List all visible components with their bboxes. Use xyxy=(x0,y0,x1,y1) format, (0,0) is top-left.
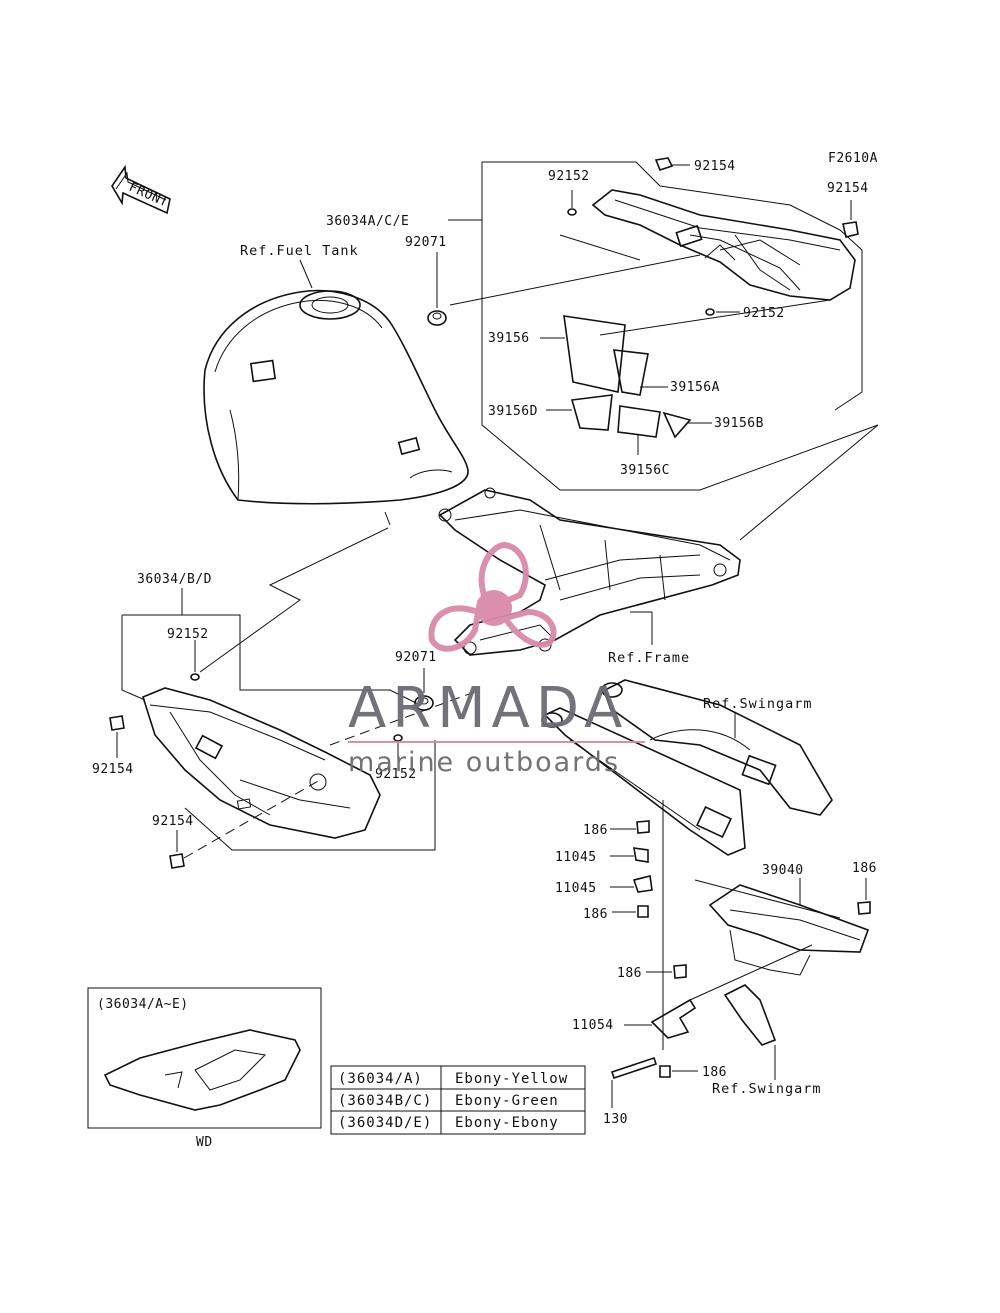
part-92071-a: 92071 xyxy=(405,235,447,250)
part-186-a: 186 xyxy=(583,823,608,838)
bolt-icon xyxy=(673,964,687,979)
color-table-color: Ebony-Ebony xyxy=(455,1115,559,1131)
swingarm-drawing xyxy=(541,679,833,856)
grommet-icon xyxy=(414,695,434,711)
decal-shapes xyxy=(563,315,692,439)
color-table: (36034/A) Ebony-Yellow (36034B/C) Ebony-… xyxy=(330,1065,586,1135)
part-39156d: 39156D xyxy=(488,404,538,419)
leader-line xyxy=(299,259,313,289)
part-92154-b: 92154 xyxy=(827,181,869,196)
ref-swingarm-top: Ref.Swingarm xyxy=(703,696,813,712)
part-11054: 11054 xyxy=(572,1018,614,1033)
inset-title: (36034/A~E) xyxy=(97,997,189,1012)
color-table-color: Ebony-Green xyxy=(455,1093,559,1109)
part-36034bd: 36034/B/D xyxy=(137,572,212,587)
part-39156a: 39156A xyxy=(670,380,720,395)
part-92071-b: 92071 xyxy=(395,650,437,665)
propeller-icon xyxy=(428,541,557,652)
bolt-icon xyxy=(637,905,649,918)
part-130: 130 xyxy=(603,1112,628,1127)
ref-frame: Ref.Frame xyxy=(608,650,690,666)
bolt-icon xyxy=(636,820,650,834)
watermark-brand: ARMADA xyxy=(348,676,628,741)
diagram-code: F2610A xyxy=(828,151,878,166)
clip-icon xyxy=(633,847,649,863)
part-92152-b: 92152 xyxy=(743,306,785,321)
grommet-icon xyxy=(427,310,447,326)
washer-icon xyxy=(705,308,715,316)
inset-box: (36034/A~E) xyxy=(87,987,322,1129)
part-39156c: 39156C xyxy=(620,463,670,478)
part-92154-a: 92154 xyxy=(694,159,736,174)
part-186-c: 186 xyxy=(852,861,877,876)
part-39156b: 39156B xyxy=(714,416,764,431)
part-36034ace: 36034A/C/E xyxy=(326,214,409,229)
bracket-icon xyxy=(650,998,697,1039)
bolt-icon xyxy=(654,157,674,171)
inset-caption: WD xyxy=(196,1135,213,1150)
part-11045-b: 11045 xyxy=(555,881,597,896)
part-186-b: 186 xyxy=(583,907,608,922)
ref-fuel-tank: Ref.Fuel Tank xyxy=(240,243,359,259)
bolt-icon xyxy=(610,1056,658,1080)
color-table-code: (36034B/C) xyxy=(338,1093,432,1109)
part-92152-a: 92152 xyxy=(548,169,590,184)
bolt-icon xyxy=(109,715,125,731)
bolt-icon xyxy=(842,221,859,238)
left-side-cover-drawing xyxy=(142,687,381,839)
part-92152-c: 92152 xyxy=(167,627,209,642)
part-92152-d: 92152 xyxy=(375,767,417,782)
part-92154-d: 92154 xyxy=(152,814,194,829)
part-11045-a: 11045 xyxy=(555,850,597,865)
color-table-color: Ebony-Yellow xyxy=(455,1071,568,1087)
clip-icon xyxy=(632,875,653,893)
part-186-e: 186 xyxy=(702,1065,727,1080)
right-side-cover-drawing xyxy=(591,189,856,301)
bolt-icon xyxy=(659,1065,671,1078)
part-39040: 39040 xyxy=(762,863,804,878)
color-table-code: (36034/A) xyxy=(338,1071,423,1087)
chain-guard-drawing xyxy=(708,884,870,1046)
watermark-tagline: marine outboards xyxy=(348,747,620,778)
bolt-icon xyxy=(169,853,185,869)
washer-icon xyxy=(190,673,200,681)
watermark-logo: ARMADA marine outboards xyxy=(348,541,645,778)
part-92154-c: 92154 xyxy=(92,762,134,777)
washer-icon xyxy=(567,208,577,216)
bolt-icon xyxy=(857,901,871,915)
front-label: FRONT xyxy=(126,180,170,211)
part-186-d: 186 xyxy=(617,966,642,981)
color-table-code: (36034D/E) xyxy=(338,1115,432,1131)
ref-swingarm-bottom: Ref.Swingarm xyxy=(712,1081,822,1097)
frame-drawing xyxy=(438,487,741,656)
part-39156: 39156 xyxy=(488,331,530,346)
bracket-36034ace xyxy=(481,162,879,491)
front-arrow-icon: FRONT xyxy=(111,164,171,215)
fuel-tank-drawing xyxy=(203,289,469,526)
